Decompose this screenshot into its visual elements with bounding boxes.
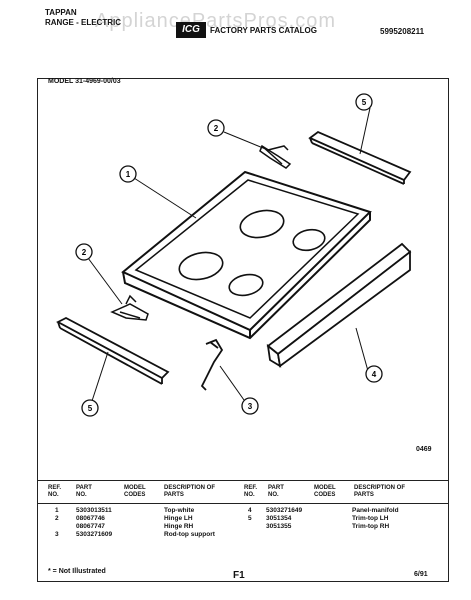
diagram-frame (37, 78, 449, 582)
callout-5-top: 5 (355, 93, 373, 111)
ref-cell: 1 (55, 507, 59, 514)
callout-5-top-label: 5 (362, 98, 367, 107)
icg-logo: ICG (176, 22, 206, 38)
watermark: AppliancePartsPros.com (95, 10, 336, 32)
part-cell: 3051354 (266, 515, 292, 522)
header-desc-right: DESCRIPTION OF PARTS (354, 485, 406, 498)
desc-cell: Top-white (164, 507, 195, 514)
cooktop-part (121, 170, 372, 340)
header-ref-right: REF. NO. (244, 485, 258, 498)
callout-4-label: 4 (372, 370, 377, 379)
part-cell: 5303013511 (76, 507, 112, 514)
burner-large-back (239, 209, 285, 239)
callout-2-top-label: 2 (214, 124, 219, 133)
part-cell: 08067746 (76, 515, 105, 522)
callout-5-bottom: 5 (81, 399, 99, 417)
burner-small-back (292, 228, 326, 252)
ref-cell: 4 (248, 507, 252, 514)
callout-3: 3 (241, 397, 259, 415)
callout-1: 1 (119, 165, 137, 183)
header-desc-left: DESCRIPTION OF PARTS (164, 485, 216, 498)
callout-1-label: 1 (126, 170, 131, 179)
burner-small-front (228, 273, 264, 297)
header-model-right: MODEL CODES (314, 485, 336, 498)
figure-code: 0469 (416, 446, 432, 453)
burner-openings (178, 209, 326, 297)
leader-lines (87, 107, 371, 402)
model-label: MODEL 31-4969-00/03 (48, 78, 121, 85)
table-header-rule (37, 503, 449, 504)
desc-cell: Hinge LH (164, 515, 193, 522)
document-number: 5995208211 (380, 27, 425, 36)
trim-top-rh-part (308, 130, 412, 185)
brand-name: TAPPAN (45, 8, 77, 17)
rod-top-support-part (200, 338, 224, 391)
product-name: RANGE - ELECTRIC (45, 18, 121, 27)
header-ref-left: REF. NO. (48, 485, 62, 498)
callout-5-bottom-label: 5 (88, 404, 93, 413)
part-cell: 5303271649 (266, 507, 303, 514)
part-cell: 5303271609 (76, 531, 113, 538)
part-cell: 08067747 (76, 523, 105, 530)
callout-3-label: 3 (248, 402, 253, 411)
page-code: F1 (233, 570, 245, 581)
desc-cell: Panel-manifold (352, 507, 399, 514)
header-part-left: PART NO. (76, 485, 92, 498)
desc-cell: Rod-top support (164, 531, 215, 538)
table-top-rule (37, 480, 449, 481)
hinge-rh-part (259, 144, 292, 169)
ref-cell: 5 (248, 515, 252, 522)
callout-4: 4 (365, 365, 383, 383)
not-illustrated-footnote: * = Not Illustrated (48, 568, 106, 575)
header-model-left: MODEL CODES (124, 485, 146, 498)
header-brand-block: TAPPAN RANGE - ELECTRIC (45, 8, 121, 28)
catalog-title: FACTORY PARTS CATALOG (210, 26, 317, 35)
manifold-panel-part (266, 242, 412, 368)
burner-large-front (178, 251, 224, 281)
ref-cell: 3 (55, 531, 59, 538)
header-part-right: PART NO. (268, 485, 284, 498)
ref-cell: 2 (55, 515, 59, 522)
part-cell: 3051355 (266, 523, 292, 530)
callout-2-top: 2 (207, 119, 225, 137)
hinge-lh-part (110, 294, 149, 321)
desc-cell: Trim-top RH (352, 523, 390, 530)
revision-date: 6/91 (414, 571, 428, 578)
callout-2-left: 2 (75, 243, 93, 261)
desc-cell: Hinge RH (164, 523, 194, 530)
trim-top-lh-part (56, 316, 170, 385)
desc-cell: Trim-top LH (352, 515, 389, 522)
callout-2-left-label: 2 (82, 248, 87, 257)
